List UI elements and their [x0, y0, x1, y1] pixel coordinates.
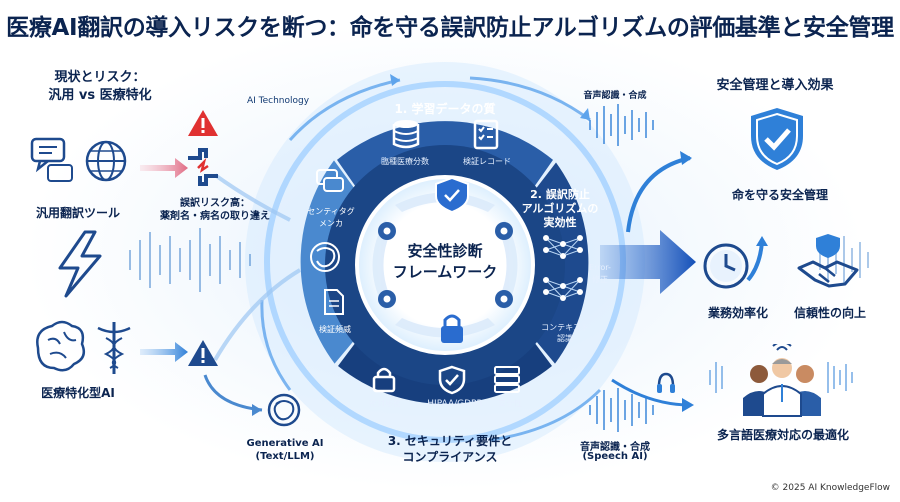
broken-link-icon: [188, 148, 218, 186]
page-title: 医療AI翻訳の導入リスクを断つ：命を守る誤訳防止アルゴリズムの評価基準と安全管理: [6, 15, 894, 41]
speech-top-label: 音声認識・合成: [583, 91, 647, 101]
context-line2: 認識: [557, 334, 573, 343]
speech-bottom-line2: (Speech AI): [582, 451, 648, 462]
message-icon: [316, 169, 344, 192]
left-heading-line1: 現状とリスク：: [54, 70, 146, 85]
ai-swirl-icon: [310, 242, 340, 272]
center-shield-icon: [435, 176, 469, 214]
checklist-icon: [473, 119, 499, 150]
document-icon: [324, 289, 344, 315]
speech-bottom-line1: 音声認識・合成: [580, 442, 650, 453]
medical-to-ring-flow: [213, 268, 302, 362]
lightning-icon: [58, 230, 102, 298]
ai-technology-label: AI Technology: [246, 96, 310, 106]
section2-line1: 2. 誤訳防止: [530, 188, 590, 201]
section2-line3: 実効性: [543, 216, 577, 229]
to-generative-arrow-head: [252, 404, 262, 416]
bottom-item3: 安全性: [498, 399, 522, 408]
ring-flow-arrows: [260, 76, 602, 442]
section3-line2: コンプライアンス: [402, 450, 498, 464]
center-lock-icon: [441, 314, 463, 343]
shield-check-icon: [438, 365, 466, 395]
section1-title: 1. 学習データの質: [394, 102, 496, 116]
error-label-line1: Error-: [589, 263, 611, 272]
context-line1: コンテキスト: [541, 323, 589, 332]
section1-item1: 臨種医療分数: [381, 157, 429, 166]
generic-risk-arrow: [140, 158, 188, 178]
generative-ai-line1: Generative AI: [246, 438, 324, 449]
to-multilingual-arrow: [611, 378, 691, 407]
to-safety-arrow-head: [680, 151, 692, 165]
generative-ai-icon: [267, 393, 301, 427]
padlock-icon: [372, 367, 396, 393]
risk-to-ring-flow: [213, 173, 291, 222]
top-right-sound-wave: [589, 104, 654, 146]
center-circle: [355, 175, 535, 355]
generative-ai-line2: (Text/LLM): [255, 451, 315, 462]
bottom-item1: 密封秘密: [369, 399, 401, 408]
bottom-item2: HIPAA/GDPR: [427, 399, 483, 409]
footer-copyright: © 2025 AI KnowledgeFlow: [770, 483, 890, 493]
right-heading: 安全管理と導入効果: [716, 78, 834, 93]
gear-icons: [378, 222, 513, 308]
warning-blue-icon: [188, 340, 218, 366]
handshake-icon: [797, 234, 859, 288]
section1-item2: 検証レコード: [463, 157, 511, 166]
brain-caduceus-icon: [36, 320, 131, 374]
safety-label: 命を守る安全管理: [731, 188, 828, 202]
medical-ai-label: 医療特化型AI: [41, 386, 115, 400]
multilingual-label: 多言語医療対応の最適化: [716, 428, 849, 442]
to-generative-arrow: [203, 374, 263, 412]
trust-label: 信頼性の向上: [793, 306, 866, 320]
left-item-line1: センティタグ: [307, 207, 355, 216]
left-item2: 検証頻威: [319, 325, 351, 334]
left-item-line2: メンカ: [319, 219, 343, 228]
headset-icon: [657, 372, 675, 393]
efficiency-label: 業務効率化: [707, 306, 768, 320]
left-sound-wave: [129, 228, 251, 292]
risk-label-line1: 誤訳リスク高：: [180, 198, 250, 209]
bottom-right-sound-wave: [589, 388, 654, 432]
neural-network-icon: [543, 235, 583, 301]
center-title-line2: フレームワーク: [392, 263, 498, 281]
safety-shield-icon: [751, 108, 803, 170]
medical-safe-arrow: [140, 342, 188, 362]
server-icon: [494, 366, 520, 393]
clock-growth-icon: [703, 236, 768, 289]
to-multilingual-arrow-head: [682, 398, 694, 412]
section3-line1: 3. セキュリティ要件と: [387, 434, 513, 448]
warning-red-icon: [188, 110, 218, 136]
generic-tool-label: 汎用翻訳ツール: [35, 206, 120, 220]
big-right-arrow: [600, 230, 696, 294]
ring-arrow-heads: [390, 74, 590, 120]
to-safety-arrow: [626, 156, 691, 233]
database-icon: [392, 120, 420, 149]
inner-cycle-arrows: [372, 192, 518, 338]
section2-line2: アルゴリズムの: [521, 202, 599, 215]
chat-globe-icon: [30, 137, 127, 182]
center-title-line1: 安全性診断: [407, 242, 483, 260]
risk-label-line2: 薬剤名・病名の取り違え: [160, 211, 270, 222]
medical-team-icon: [743, 344, 821, 417]
error-label-line2: 修正: [592, 275, 608, 284]
multilingual-sound-wave: [709, 362, 853, 393]
left-heading-line2: 汎用 vs 医療特化: [48, 88, 152, 103]
